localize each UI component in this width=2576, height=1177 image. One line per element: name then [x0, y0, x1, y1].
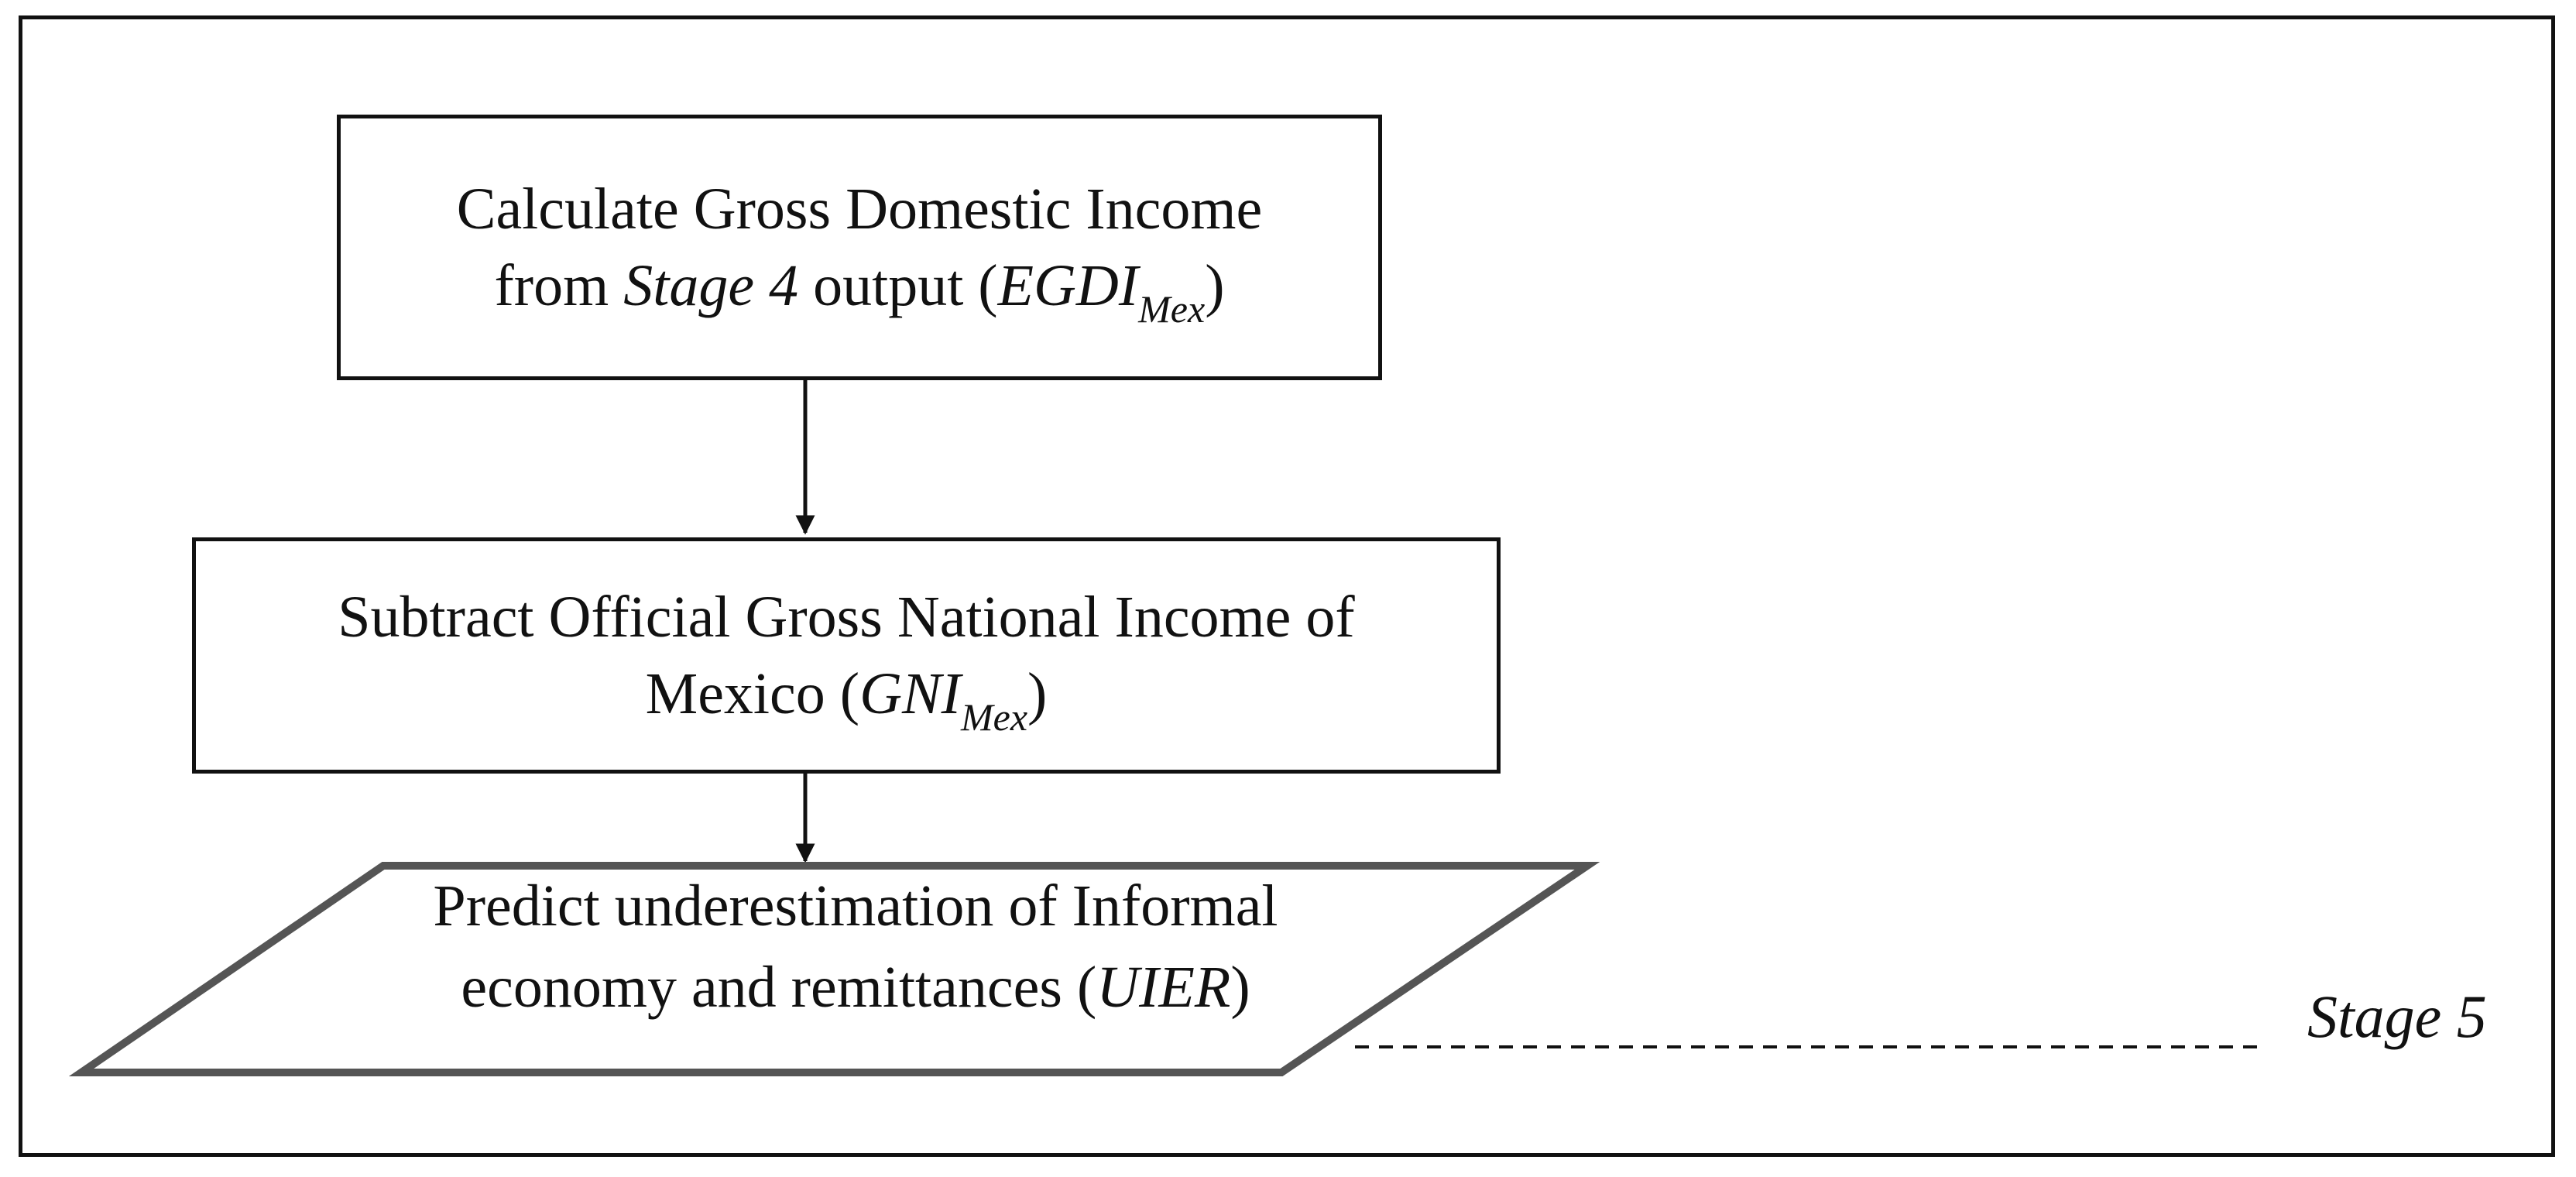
box3-line2: economy and remittances (UIER) [461, 954, 1250, 1020]
box2-line2: Mexico (GNIMex) [645, 661, 1048, 739]
step-box-calculate-gdi: Calculate Gross Domestic Income from Sta… [337, 115, 1382, 380]
box2-line1: Subtract Official Gross National Income … [338, 584, 1355, 650]
diagram-frame [19, 15, 2555, 1157]
box1-line1: Calculate Gross Domestic Income [456, 176, 1263, 242]
output-step-predict-uier: Predict underestimation of Informal econ… [178, 866, 1533, 1028]
box1-line2: from Stage 4 output (EGDIMex) [494, 252, 1225, 331]
step-box-subtract-gni: Subtract Official Gross National Income … [192, 537, 1501, 774]
box3-line1: Predict underestimation of Informal [433, 873, 1278, 939]
stage-label: Stage 5 [2307, 983, 2487, 1050]
output-parallelogram [68, 862, 1600, 1076]
